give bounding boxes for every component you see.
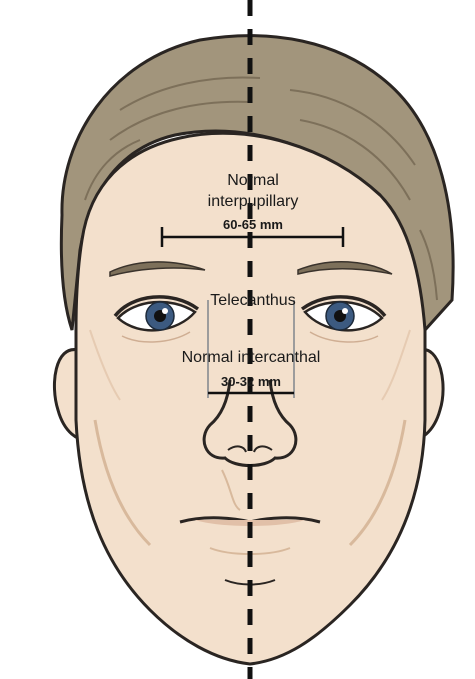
interpupillary-label-line2: interpupillary bbox=[208, 193, 299, 210]
intercanthal-label: Normal intercanthal bbox=[182, 349, 321, 366]
telecanthus-label: Telecanthus bbox=[210, 292, 295, 309]
interpupillary-label-line1: Normal bbox=[227, 172, 279, 189]
intercanthal-value: 30-32 mm bbox=[221, 374, 281, 389]
interpupillary-value: 60-65 mm bbox=[223, 217, 283, 232]
